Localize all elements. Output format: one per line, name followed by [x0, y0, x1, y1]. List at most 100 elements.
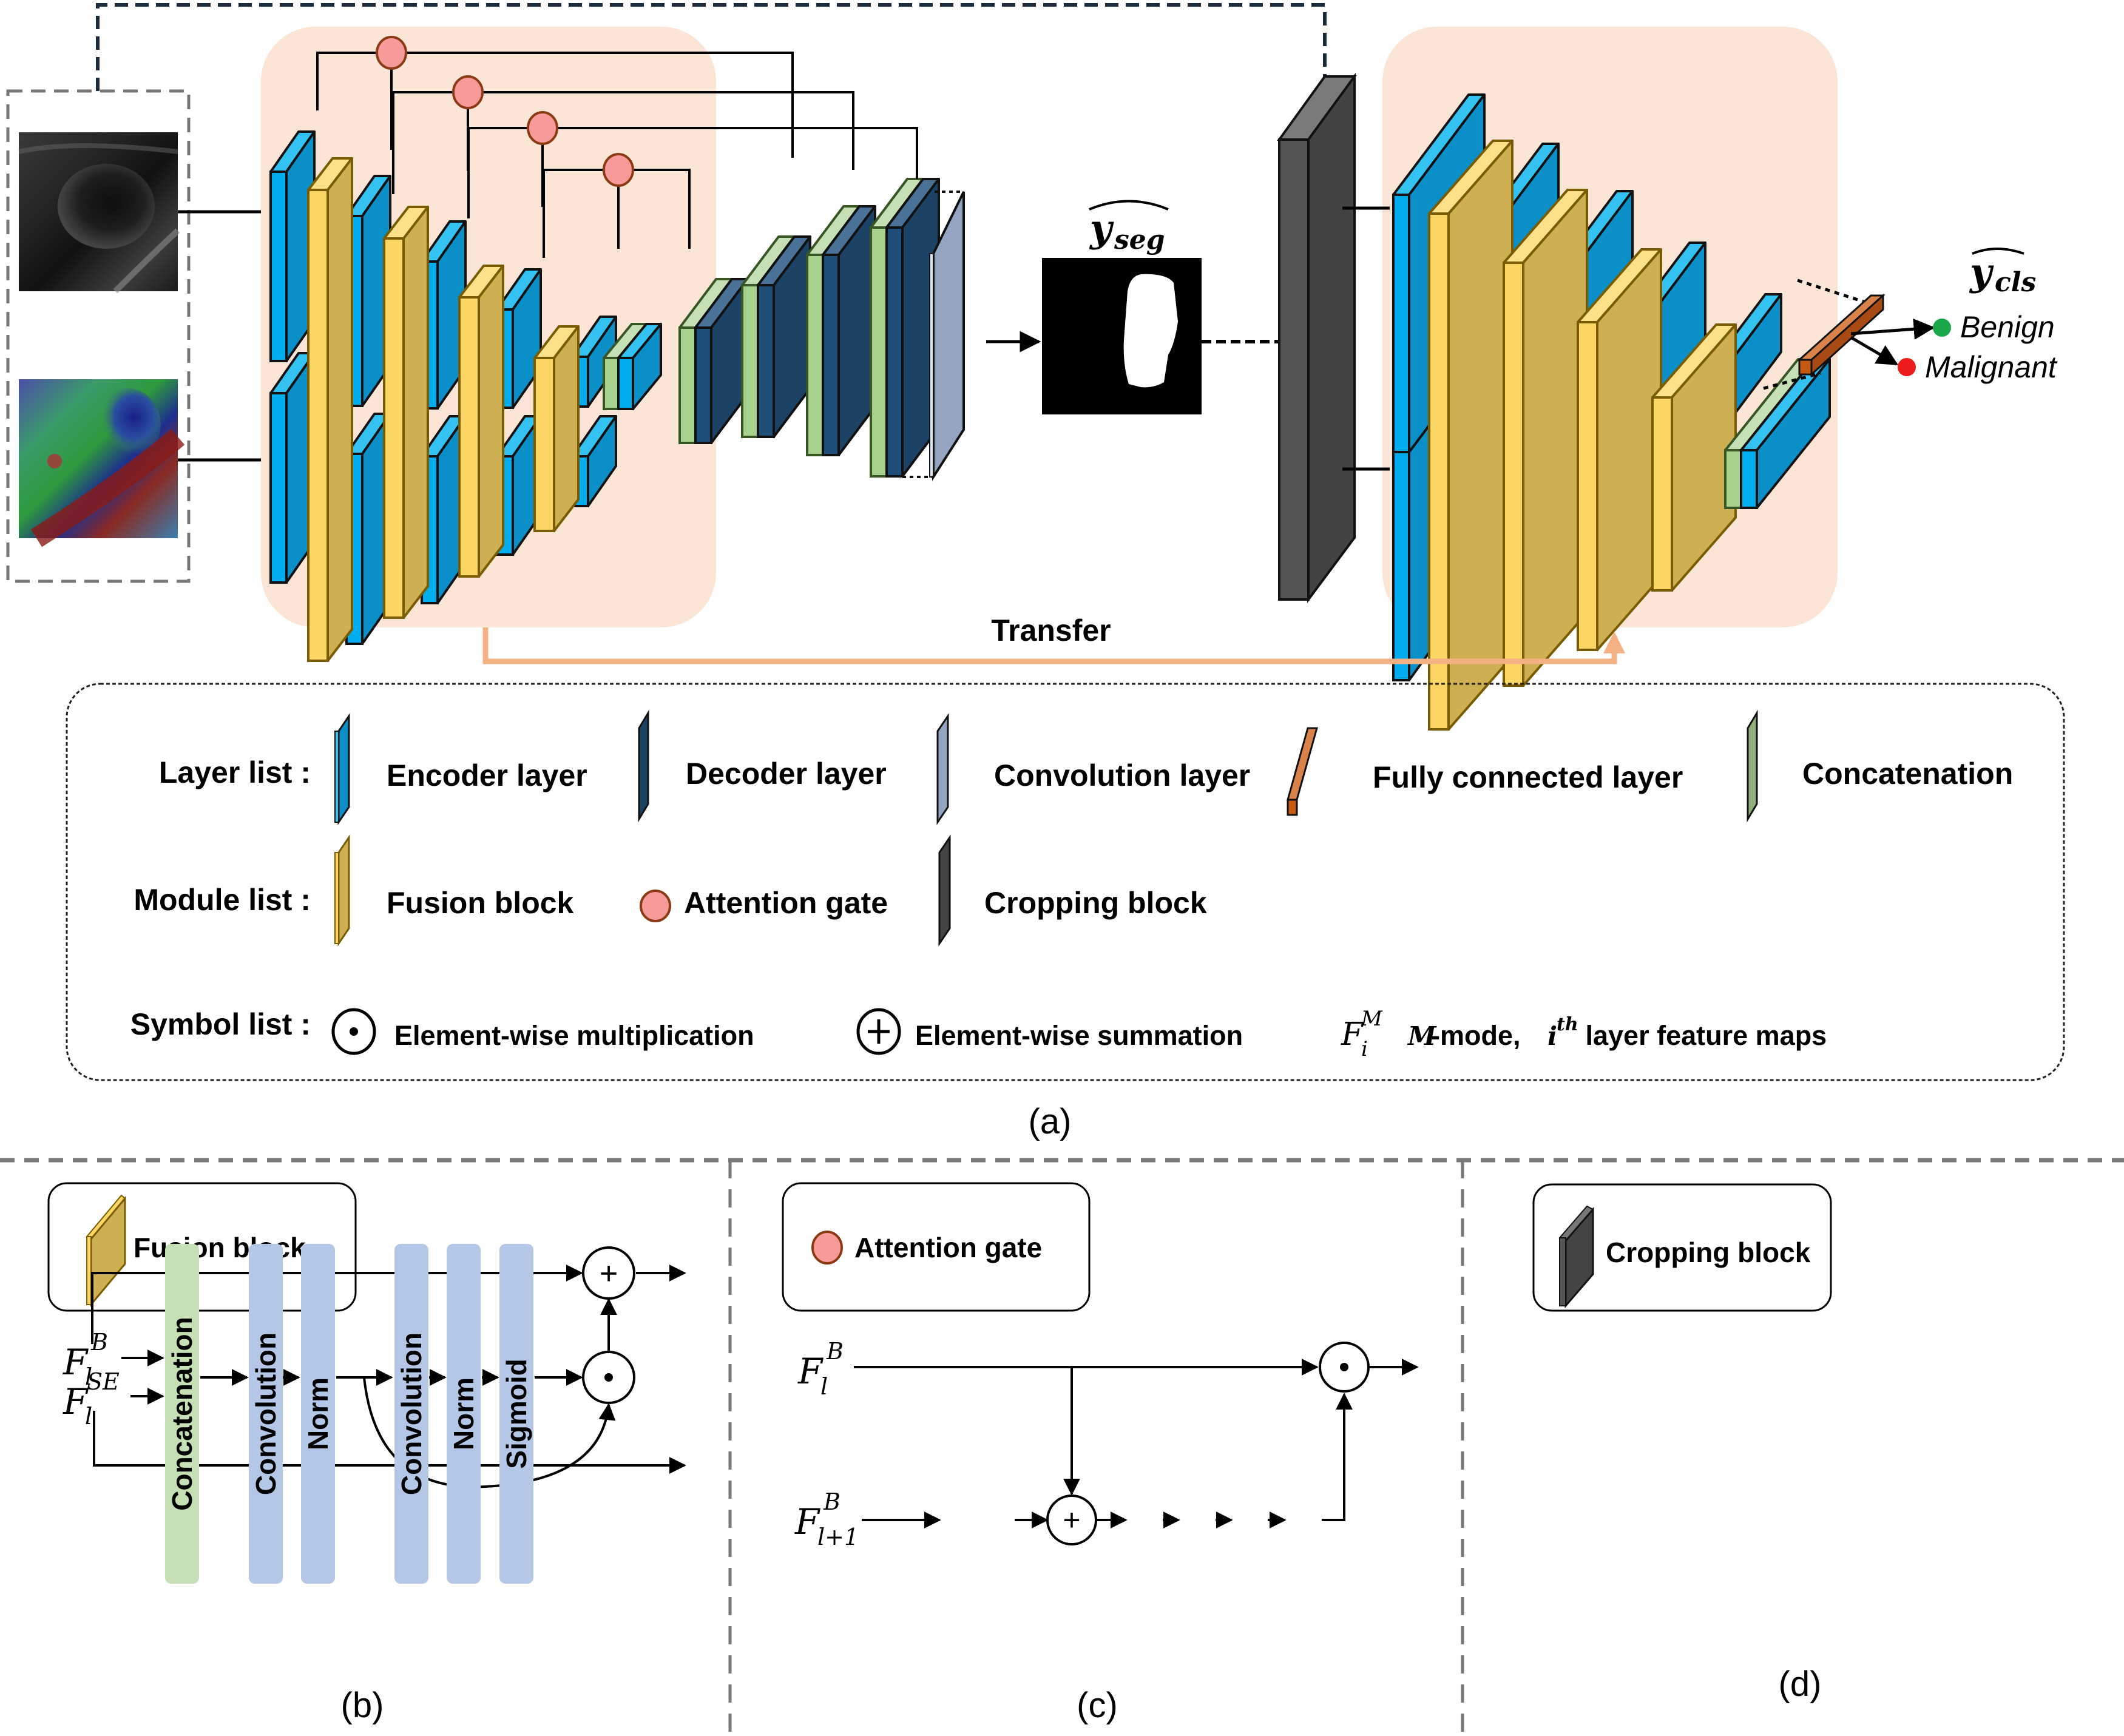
fse-base: F	[63, 1381, 89, 1422]
fusion-block-legend-icon	[334, 834, 350, 947]
cls-output-symbol: y cls	[1969, 248, 2036, 298]
fusion-layer-block: Convolution	[249, 1244, 283, 1584]
fully-connected-layer	[1797, 293, 1886, 377]
element-wise-summation-icon	[856, 1008, 901, 1055]
fl1-base: F	[794, 1501, 820, 1542]
module-list-label: Module list :	[134, 883, 311, 917]
convolution-layer-legend-icon	[936, 713, 949, 825]
seg-output-sub: seg	[1114, 225, 1165, 255]
fusion-block	[1503, 189, 1588, 687]
cropping-block-title: Cropping block	[1606, 1237, 1811, 1268]
fm-sup: M	[1361, 1007, 1383, 1031]
fusion-layer-block: Norm	[447, 1244, 481, 1584]
attention-gate-legend-label: Attention gate	[684, 886, 888, 920]
classification-output: Benign Malignant y cls	[1763, 248, 2058, 390]
decoder-layer	[822, 205, 876, 456]
element-wise-multiplication-icon	[331, 1008, 376, 1055]
fully-connected-layer-legend-label: Fully connected layer	[1373, 760, 1683, 794]
cropping-block	[1277, 72, 1390, 604]
fusion-layer-block: Norm	[301, 1244, 335, 1584]
attention-gate-title-box	[782, 1182, 1091, 1312]
fb-sup: B	[90, 1329, 108, 1356]
decoder-layer-legend-label: Decoder layer	[686, 757, 887, 791]
fusion-layer-block: Convolution	[394, 1244, 428, 1584]
attention-multiplication-op	[1319, 1342, 1370, 1393]
classification-network	[1392, 93, 1831, 731]
cropping-block-icon	[1558, 1205, 1594, 1309]
convolution-layer	[929, 191, 965, 481]
convolution-layer-legend-label: Convolution layer	[994, 758, 1250, 792]
fusion-multiplication-op	[582, 1351, 635, 1404]
fusion-block	[458, 265, 504, 578]
skip-connection	[316, 52, 794, 158]
fusion-layer-block: Sigmoid	[499, 1244, 533, 1584]
symbol-list-label: Symbol list :	[130, 1007, 311, 1041]
malignant-label: Malignant	[1925, 350, 2058, 384]
attention-gate	[376, 36, 407, 70]
fse-sup: SE	[87, 1368, 120, 1395]
fusion-block	[383, 206, 429, 619]
encoder-layer-legend-label: Encoder layer	[387, 758, 587, 792]
block-label: Concatenation	[166, 1317, 198, 1510]
attention-input-fl: F l B	[797, 1338, 844, 1400]
skip-connection	[543, 169, 691, 258]
elastography-heatmap-image	[19, 379, 185, 547]
attention-gate-icon	[811, 1231, 843, 1265]
attention-gate-title: Attention gate	[854, 1232, 1042, 1263]
panel-d-cropping-block: Cropping block	[1532, 1183, 1832, 1704]
fl1-sub: l+1	[817, 1524, 859, 1550]
fusion-layer-blocks: Concatenation Convolution Norm Convolution N…	[165, 1244, 533, 1584]
fb-base: F	[63, 1342, 89, 1383]
encoder-layer-legend-icon	[334, 713, 350, 825]
attention-summation-op: +	[1046, 1495, 1097, 1545]
layer-list-label: Layer list :	[159, 755, 311, 789]
element-wise-multiplication-label: Element-wise multiplication	[394, 1020, 754, 1051]
segmentation-mask	[1042, 258, 1202, 414]
block-label: Convolution	[396, 1332, 427, 1495]
input-images-box	[6, 89, 191, 583]
attention-gate-legend-icon	[640, 890, 671, 922]
fse-sub: l	[85, 1403, 92, 1430]
block-label: Sigmoid	[501, 1359, 532, 1468]
encoder-layer	[617, 323, 662, 410]
encoder-layer-top	[571, 316, 617, 408]
legend: Layer list : Module list : Symbol list :…	[66, 683, 2065, 1081]
decoder-layer-legend-icon	[638, 709, 649, 823]
fusion-block	[1651, 323, 1737, 592]
fl1-sup: B	[823, 1488, 840, 1515]
fm-layer: i	[1547, 1021, 1557, 1051]
fl-sub: l	[820, 1373, 828, 1400]
concatenation-legend-label: Concatenation	[1802, 757, 2013, 791]
skip-dashed-line	[96, 3, 1334, 125]
segmentation-output: y seg	[986, 200, 1282, 414]
fusion-block-legend-label: Fusion block	[387, 886, 574, 920]
benign-dot	[1933, 319, 1951, 337]
sum-glyph: +	[1063, 1503, 1080, 1537]
encoder-layer-top	[496, 268, 542, 409]
fm-sub: i	[1361, 1037, 1368, 1061]
attention-gate	[527, 111, 558, 145]
fusion-input-fb: F l B	[63, 1329, 108, 1390]
feature-map-symbol: F i M M -mode, i th layer feature maps	[1341, 1007, 1827, 1061]
fm-base: F	[1341, 1016, 1364, 1053]
attention-flow-lines	[854, 1359, 1419, 1528]
fusion-summation-op: +	[582, 1246, 635, 1300]
panel-c-attention-gate: Attention gate + F l B F	[782, 1182, 1419, 1725]
fusion-layer-block: Concatenation	[165, 1244, 199, 1584]
fusion-block	[533, 325, 580, 532]
transfer-arrow	[482, 627, 1625, 664]
sum-glyph: +	[600, 1256, 618, 1291]
cropping-block-title-box	[1532, 1183, 1832, 1312]
block-label: Norm	[302, 1377, 334, 1450]
caption-c: (c)	[1077, 1686, 1118, 1725]
attention-gate	[452, 75, 484, 109]
concatenation-legend-icon	[1747, 709, 1758, 823]
fm-layer-sup: th	[1557, 1014, 1578, 1035]
segmentation-network	[269, 36, 965, 662]
fb-sub: l	[85, 1363, 92, 1390]
fusion-block	[1577, 248, 1662, 651]
cropping-block-legend-icon	[938, 834, 951, 947]
